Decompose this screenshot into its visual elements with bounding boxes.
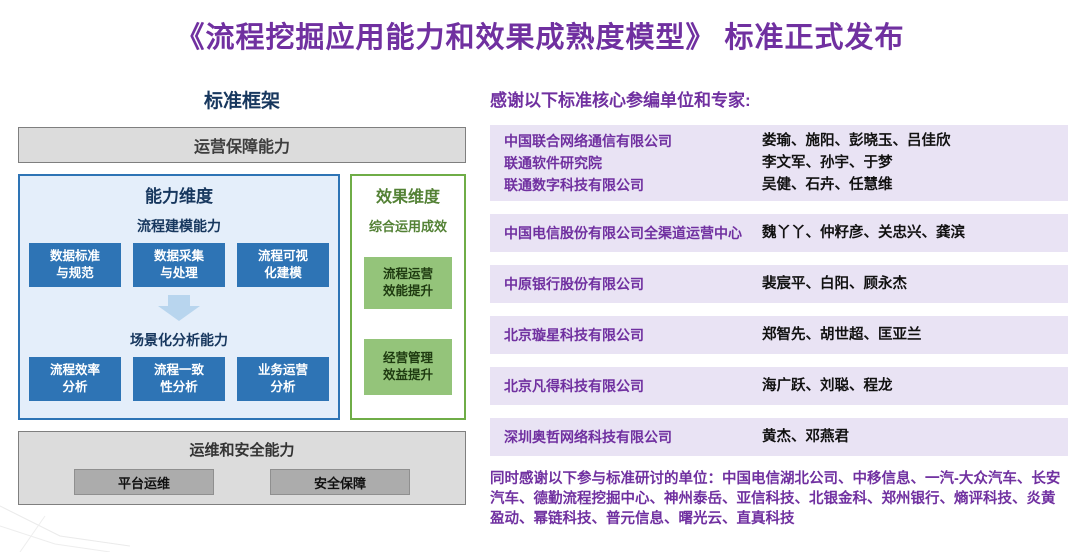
experts-column: 魏丫丫、仲籽彦、关忠兴、龚滨 [762,222,1054,244]
experts-column: 娄瑜、施阳、彭晓玉、吕佳欣李文军、孙宇、于梦吴健、石卉、任慧维 [762,130,1054,196]
ops-item-button: 平台运维 [74,469,214,495]
acknowledgement-footer: 同时感谢以下参与标准研讨的单位：中国电信湖北公司、中移信息、一汽-大众汽车、长安… [490,471,1061,527]
framework-heading: 标准框架 [203,91,280,112]
acknowledgement-row: 深圳奥哲网络科技有限公司 黄杰、邓燕君 [490,418,1068,456]
framework-diagram: 标准框架 运营保障能力 能力维度 流程建模能力 数据标准与规范数据采集与处理流程… [18,86,466,505]
page-title: 《流程挖掘应用能力和效果成熟度模型》 标准正式发布 [175,22,905,54]
company-name: 中国联合网络通信有限公司 [504,133,672,149]
modeling-item-box: 数据采集与处理 [133,243,225,287]
capability-dimension-box: 能力维度 流程建模能力 数据标准与规范数据采集与处理流程可视化建模 场景化分析能… [18,174,340,420]
analysis-item-box: 流程效率分析 [29,357,121,401]
acknowledgement-row: 北京璇星科技有限公司 郑智先、胡世超、匡亚兰 [490,316,1068,354]
company-column: 中国联合网络通信有限公司联通软件研究院联通数字科技有限公司 [504,130,762,196]
analysis-item-box: 流程一致性分析 [133,357,225,401]
company-column: 北京璇星科技有限公司 [504,324,762,346]
ops-security-title: 运维和安全能力 [189,442,295,459]
company-name: 北京凡得科技有限公司 [504,378,644,394]
experts-column: 裴宸平、白阳、顾永杰 [762,273,1054,295]
modeling-capability-title: 流程建模能力 [137,218,221,234]
framework-middle-row: 能力维度 流程建模能力 数据标准与规范数据采集与处理流程可视化建模 场景化分析能… [18,174,466,420]
expert-names: 李文军、孙宇、于梦 [762,155,893,171]
expert-names: 魏丫丫、仲籽彦、关忠兴、龚滨 [762,225,965,241]
analysis-items-row: 流程效率分析流程一致性分析业务运营分析 [29,357,329,401]
modeling-item-box: 流程可视化建模 [237,243,329,287]
company-name: 中国电信股份有限公司全渠道运营中心 [504,225,742,241]
expert-names: 海广跃、刘聪、程龙 [762,378,893,394]
expert-names: 黄杰、邓燕君 [762,429,849,445]
effect-dimension-title: 效果维度 [375,189,440,206]
company-name: 北京璇星科技有限公司 [504,327,644,343]
experts-column: 海广跃、刘聪、程龙 [762,375,1054,397]
acknowledgement-row: 北京凡得科技有限公司 海广跃、刘聪、程龙 [490,367,1068,405]
analysis-capability-title: 场景化分析能力 [130,332,228,348]
effect-items-column: 流程运营效能提升经营管理效益提升 [364,235,452,395]
background-watermark [0,505,130,552]
analysis-item-box: 业务运营分析 [237,357,329,401]
acknowledgement-heading: 感谢以下标准核心参编单位和专家: [490,91,751,110]
company-name: 联通软件研究院 [504,155,602,171]
company-column: 北京凡得科技有限公司 [504,375,762,397]
experts-column: 黄杰、邓燕君 [762,426,1054,448]
ops-items-row: 平台运维 安全保障 [19,469,465,495]
company-column: 深圳奥哲网络科技有限公司 [504,426,762,448]
effect-item-box: 经营管理效益提升 [364,339,452,395]
company-column: 中原银行股份有限公司 [504,273,762,295]
company-name: 联通数字科技有限公司 [504,177,644,193]
acknowledgement-rows: 中国联合网络通信有限公司联通软件研究院联通数字科技有限公司娄瑜、施阳、彭晓玉、吕… [490,125,1068,456]
effect-dimension-box: 效果维度 综合运用成效 流程运营效能提升经营管理效益提升 [350,174,466,420]
acknowledgement-section: 感谢以下标准核心参编单位和专家: 中国联合网络通信有限公司联通软件研究院联通数字… [490,86,1068,529]
acknowledgement-row: 中国电信股份有限公司全渠道运营中心 魏丫丫、仲籽彦、关忠兴、龚滨 [490,214,1068,252]
acknowledgement-row: 中原银行股份有限公司 裴宸平、白阳、顾永杰 [490,265,1068,303]
company-name: 深圳奥哲网络科技有限公司 [504,429,672,445]
effect-dimension-subtitle: 综合运用成效 [368,219,447,234]
capability-dimension-title: 能力维度 [145,187,213,206]
experts-column: 郑智先、胡世超、匡亚兰 [762,324,1054,346]
company-name: 中原银行股份有限公司 [504,276,644,292]
modeling-item-box: 数据标准与规范 [29,243,121,287]
ops-item-button: 安全保障 [270,469,410,495]
expert-names: 郑智先、胡世超、匡亚兰 [762,327,922,343]
ops-security-box: 运维和安全能力 平台运维 安全保障 [18,431,466,505]
acknowledgement-row: 中国联合网络通信有限公司联通软件研究院联通数字科技有限公司娄瑜、施阳、彭晓玉、吕… [490,125,1068,201]
expert-names: 吴健、石卉、任慧维 [762,177,893,193]
company-column: 中国电信股份有限公司全渠道运营中心 [504,222,762,244]
down-arrow-icon [158,295,200,321]
operation-support-bar: 运营保障能力 [18,127,466,163]
expert-names: 裴宸平、白阳、顾永杰 [762,276,907,292]
modeling-items-row: 数据标准与规范数据采集与处理流程可视化建模 [29,243,329,287]
expert-names: 娄瑜、施阳、彭晓玉、吕佳欣 [762,133,951,149]
effect-item-box: 流程运营效能提升 [364,257,452,309]
